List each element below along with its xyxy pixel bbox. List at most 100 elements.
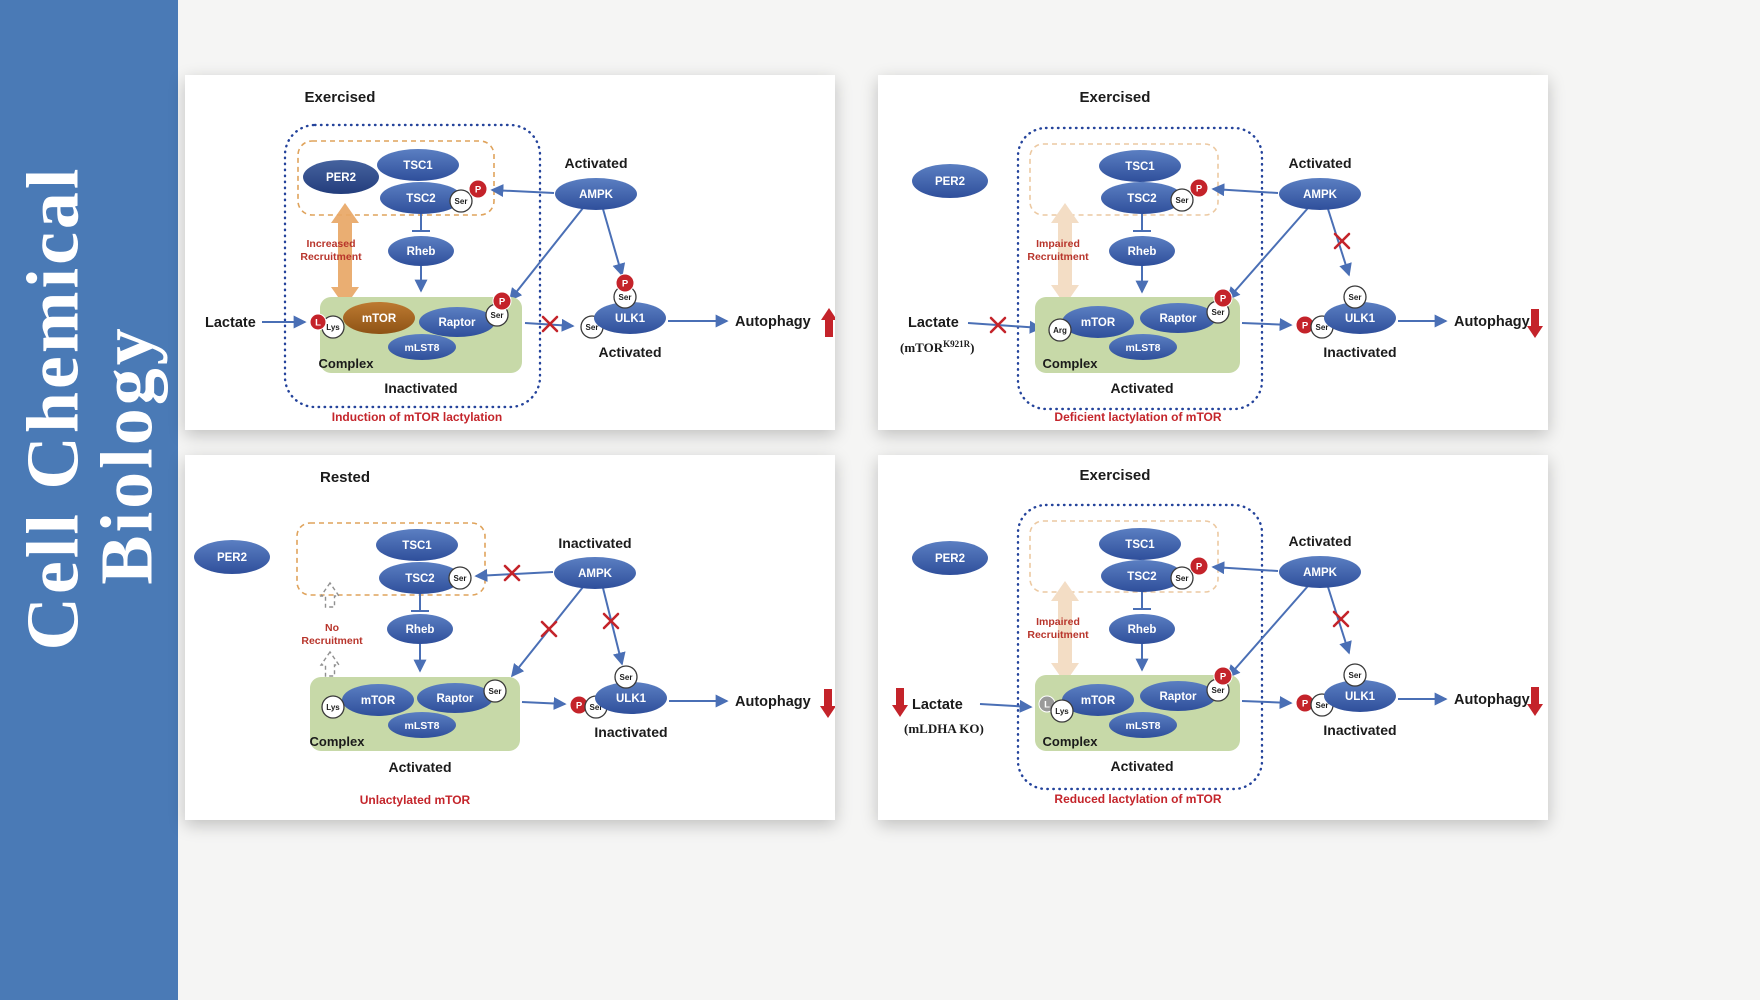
tsc1-label: TSC1 <box>403 160 433 172</box>
raptor-label: Raptor <box>1159 691 1197 703</box>
ampk-node: AMPK <box>1279 556 1361 588</box>
panel-condition-title: Rested <box>320 469 370 486</box>
raptor-label: Raptor <box>438 317 476 329</box>
rheb-node: Rheb <box>388 236 454 266</box>
complex-to-ulk1-arrow <box>521 696 567 710</box>
svg-text:L: L <box>315 318 321 329</box>
per2-node: PER2 <box>912 164 988 198</box>
tsc2-inhibits-rheb-tbar-icon <box>1133 592 1151 610</box>
svg-text:Ser: Ser <box>619 293 632 302</box>
arg-badge: Arg <box>1048 318 1072 342</box>
ulk1-state-label: Inactivated <box>1323 722 1396 738</box>
lactate-to-complex-arrow <box>979 699 1033 713</box>
raptor-phospho-badge: P <box>492 291 512 311</box>
ulk1-state-label: Inactivated <box>1323 344 1396 360</box>
mtor-label: mTOR <box>1081 695 1116 707</box>
pathway-dotted-border <box>1016 126 1264 411</box>
complex-state-label: Activated <box>1110 380 1173 396</box>
recruitment-label-line2: Recruitment <box>300 251 362 263</box>
svg-text:Ser: Ser <box>1212 686 1225 695</box>
ampk-to-tsc2-arrow <box>1211 561 1279 575</box>
rheb-label: Rheb <box>1128 624 1157 636</box>
tsc2-inhibits-rheb-tbar-icon <box>411 594 429 612</box>
svg-text:Ser: Ser <box>1316 323 1329 332</box>
svg-text:P: P <box>1220 672 1227 683</box>
lys-badge: Lys <box>321 695 345 719</box>
raptor-node: Raptor <box>419 307 495 337</box>
mlst8-node: mLST8 <box>1109 334 1177 360</box>
recruitment-zone-outline <box>296 522 486 596</box>
mutation-note: (mTORK921R) <box>900 339 974 355</box>
ampk-to-ulk1-arrow <box>602 208 626 277</box>
lys-badge: Lys <box>1050 699 1074 723</box>
recruitment-label-line1: Impaired <box>1036 616 1080 628</box>
panel-condition-title: Exercised <box>305 89 376 106</box>
ampk-to-tsc2-arrow <box>490 184 555 198</box>
lactate-label: Lactate <box>205 315 256 331</box>
tsc2-label: TSC2 <box>406 193 435 205</box>
tsc2-node: TSC2 <box>380 182 462 214</box>
svg-text:Ser: Ser <box>590 703 603 712</box>
complex-label: Complex <box>319 356 375 371</box>
journal-name-line1: Cell Chemical <box>12 165 95 651</box>
autophagy-decrease-arrow-icon <box>1527 309 1543 338</box>
lactate-label: Lactate <box>912 697 963 713</box>
inhibition-x-icon <box>989 316 1007 334</box>
mtor-node: mTOR <box>1062 684 1134 716</box>
ulk1-label: ULK1 <box>1345 313 1376 325</box>
per2-node: PER2 <box>303 160 379 194</box>
tsc2-ser-badge: Ser <box>448 566 472 590</box>
rheb-label: Rheb <box>1128 246 1157 258</box>
raptor-node: Raptor <box>1140 303 1216 333</box>
ulk1-ser-top-badge: Ser <box>1343 663 1367 687</box>
tsc2-phospho-badge: P <box>1189 178 1209 198</box>
svg-text:Lys: Lys <box>326 323 340 332</box>
tsc2-inhibits-rheb-tbar-icon <box>412 214 430 232</box>
journal-name-line2: Biology <box>86 325 169 585</box>
ampk-to-raptor-arrow <box>1226 207 1309 301</box>
ulk1-label: ULK1 <box>616 693 647 705</box>
svg-text:Lys: Lys <box>1055 707 1069 716</box>
mlst8-label: mLST8 <box>404 342 439 354</box>
ulk1-node: ULK1 <box>1324 680 1396 712</box>
svg-text:Ser: Ser <box>455 197 468 206</box>
autophagy-label: Autophagy <box>1454 314 1530 330</box>
ampk-node: AMPK <box>1279 178 1361 210</box>
lactate-label: Lactate <box>908 315 959 331</box>
svg-text:P: P <box>499 297 506 308</box>
complex-state-label: Inactivated <box>384 380 457 396</box>
mlst8-node: mLST8 <box>388 334 456 360</box>
raptor-label: Raptor <box>436 693 474 705</box>
panel-caption: Reduced lactylation of mTOR <box>1054 792 1221 806</box>
per2-label: PER2 <box>217 552 247 564</box>
pathway-dotted-border <box>283 123 542 409</box>
ampk-state-label: Inactivated <box>558 535 631 551</box>
rheb-node: Rheb <box>1109 614 1175 644</box>
ampk-state-label: Activated <box>1288 155 1351 171</box>
svg-text:P: P <box>1302 699 1309 710</box>
tsc2-node: TSC2 <box>379 562 461 594</box>
svg-text:Ser: Ser <box>620 673 633 682</box>
rheb-node: Rheb <box>387 614 453 644</box>
per2-node: PER2 <box>912 541 988 575</box>
ampk-to-ulk1-arrow <box>1327 208 1352 277</box>
svg-text:Ser: Ser <box>491 311 504 320</box>
ampk-node: AMPK <box>555 178 637 210</box>
tsc1-node: TSC1 <box>376 529 458 561</box>
tsc2-label: TSC2 <box>1127 571 1156 583</box>
no-recruitment-dashed-arrow-icon <box>319 650 341 677</box>
ampk-to-raptor-arrow <box>1226 585 1309 679</box>
panel-caption: Deficient lactylation of mTOR <box>1054 410 1221 424</box>
svg-text:Lys: Lys <box>326 703 340 712</box>
rheb-node: Rheb <box>1109 236 1175 266</box>
ampk-label: AMPK <box>1303 567 1338 579</box>
recruitment-label-line2: Recruitment <box>301 635 363 647</box>
panel-exercised-lactylation: Exercised Increased Recruitment PER2 TSC… <box>185 75 835 430</box>
panel-rested: Rested No Recruitment PER2 TSC1 TSC2 Ser… <box>185 455 835 820</box>
mtor-node: mTOR <box>342 684 414 716</box>
mtor-node: mTOR <box>1062 306 1134 338</box>
mlst8-node: mLST8 <box>1109 712 1177 738</box>
autophagy-label: Autophagy <box>1454 692 1530 708</box>
tsc1-label: TSC1 <box>1125 539 1155 551</box>
tsc2-inhibits-rheb-tbar-icon <box>1133 214 1151 232</box>
